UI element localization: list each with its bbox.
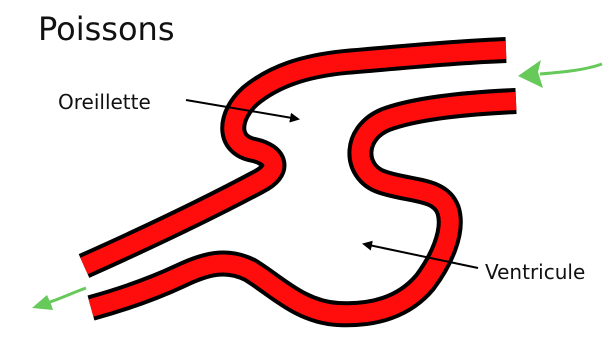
outflow-arrow bbox=[32, 288, 86, 310]
ventricle-vessel bbox=[91, 101, 516, 314]
outflow-arrow-head bbox=[32, 295, 53, 310]
ventricle-pointer-arrow bbox=[364, 244, 478, 268]
outflow-arrow-shaft bbox=[50, 288, 86, 302]
inflow-arrow bbox=[518, 60, 602, 88]
inflow-arrow-shaft bbox=[540, 64, 602, 74]
ventricle-vessel-red bbox=[91, 101, 516, 314]
atrium-label: Oreillette bbox=[58, 90, 151, 114]
ventricle-label: Ventricule bbox=[485, 260, 585, 284]
diagram-title: Poissons bbox=[38, 10, 175, 48]
inflow-arrow-head bbox=[518, 60, 543, 88]
